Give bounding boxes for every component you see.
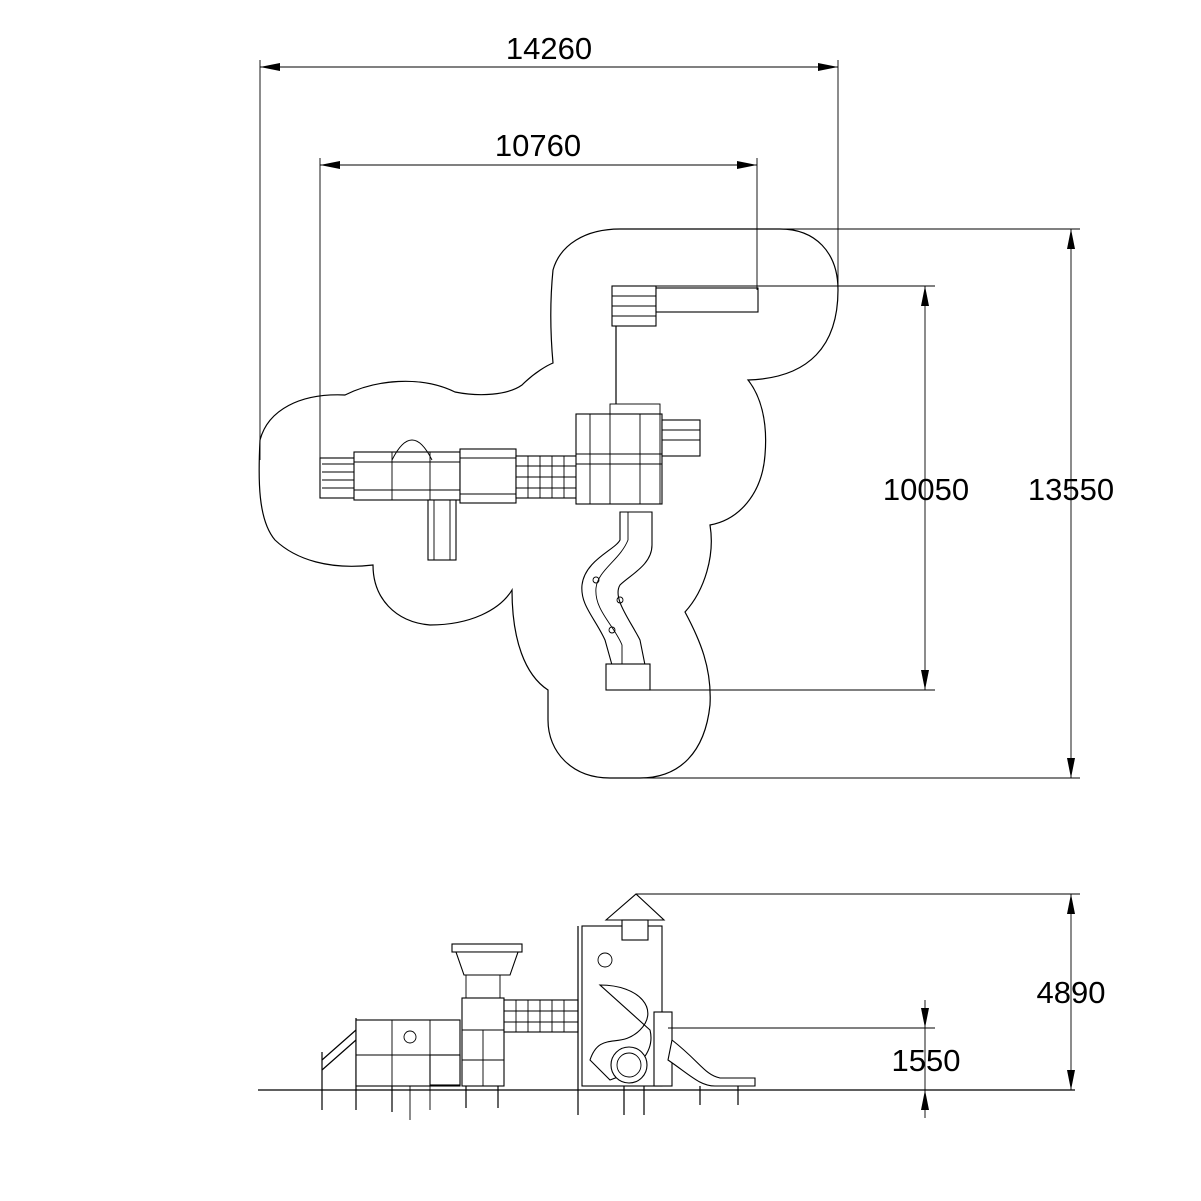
safety-zone-outline [258, 228, 839, 779]
top-slide-plan [655, 287, 759, 313]
right-deck [661, 419, 701, 457]
elevation-view [258, 893, 1075, 1120]
elevation-dimensions: 4890 1550 [636, 893, 1106, 1118]
small-slide-plan [427, 499, 457, 561]
equipment-width-label: 10760 [495, 128, 581, 163]
middle-platform [459, 448, 517, 504]
overall-width-label: 14260 [506, 31, 592, 66]
main-tower-plan [575, 413, 663, 505]
equipment-depth-label: 10050 [883, 472, 969, 507]
left-bridge [353, 451, 461, 501]
overall-depth-label: 13550 [1028, 472, 1114, 507]
platform-height-label: 1550 [892, 1043, 961, 1078]
total-height-label: 4890 [1037, 975, 1106, 1010]
tube-slide-plan [581, 511, 653, 691]
plan-dimensions: 14260 10760 10050 13550 [259, 31, 1114, 779]
plan-view [258, 228, 839, 779]
